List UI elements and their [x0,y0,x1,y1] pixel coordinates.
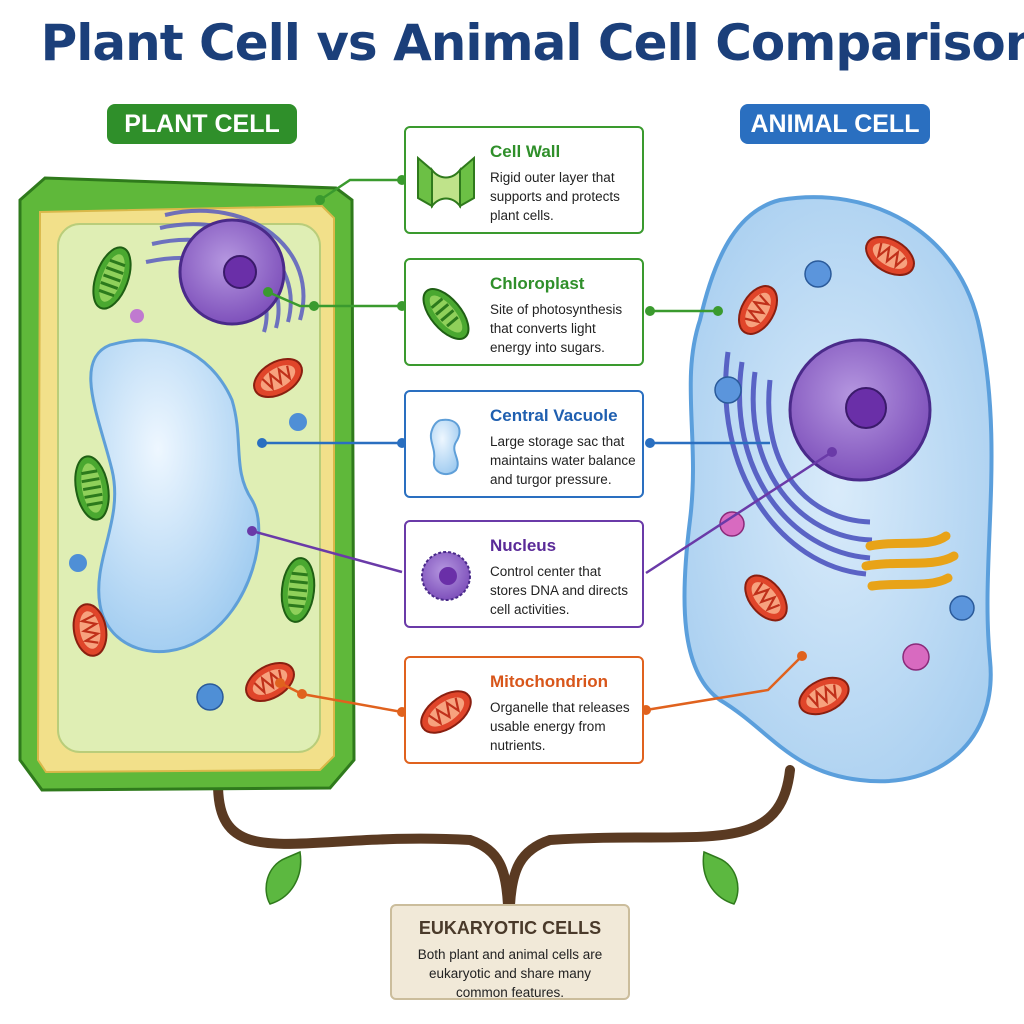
chloroplast-icon [422,288,470,340]
card-title: Mitochondrion [490,672,609,691]
chloroplast-card: Chloroplast Site of photosynthesis that … [404,258,644,366]
card-title: Central Vacuole [490,406,618,425]
eukaryotic-cells-box: EUKARYOTIC CELLS Both plant and animal c… [390,904,630,1000]
card-description: Rigid outer layer that supports and prot… [490,170,620,223]
nucleus-icon [421,551,471,601]
card-title: Cell Wall [490,142,561,161]
central-vacuole-card: Central Vacuole Large storage sac that m… [404,390,644,498]
card-title: Nucleus [490,536,557,555]
cell-wall-icon [417,155,475,209]
vacuole-icon [429,418,461,476]
mitochondrion-icon [420,690,472,734]
eukaryotic-title: EUKARYOTIC CELLS [418,918,602,938]
animal-cell-label: ANIMAL CELL [740,104,930,144]
card-description: Control center that stores DNA and direc… [490,564,629,617]
nucleus-card: Nucleus Control center that stores DNA a… [404,520,644,628]
mitochondrion-card: Mitochondrion Organelle that releases us… [404,656,644,764]
page-title: Plant Cell vs Animal Cell Comparison [40,14,1024,72]
cell-wall-card: Cell Wall Rigid outer layer that support… [404,126,644,234]
eukaryotic-description: Both plant and animal cells are eukaryot… [417,947,603,1000]
card-description: Site of photosynthesis that converts lig… [490,302,623,355]
plant-cell-label: PLANT CELL [107,104,297,144]
card-title: Chloroplast [490,274,585,293]
card-description: Organelle that releases usable energy fr… [490,700,630,753]
card-description: Large storage sac that maintains water b… [490,434,636,487]
